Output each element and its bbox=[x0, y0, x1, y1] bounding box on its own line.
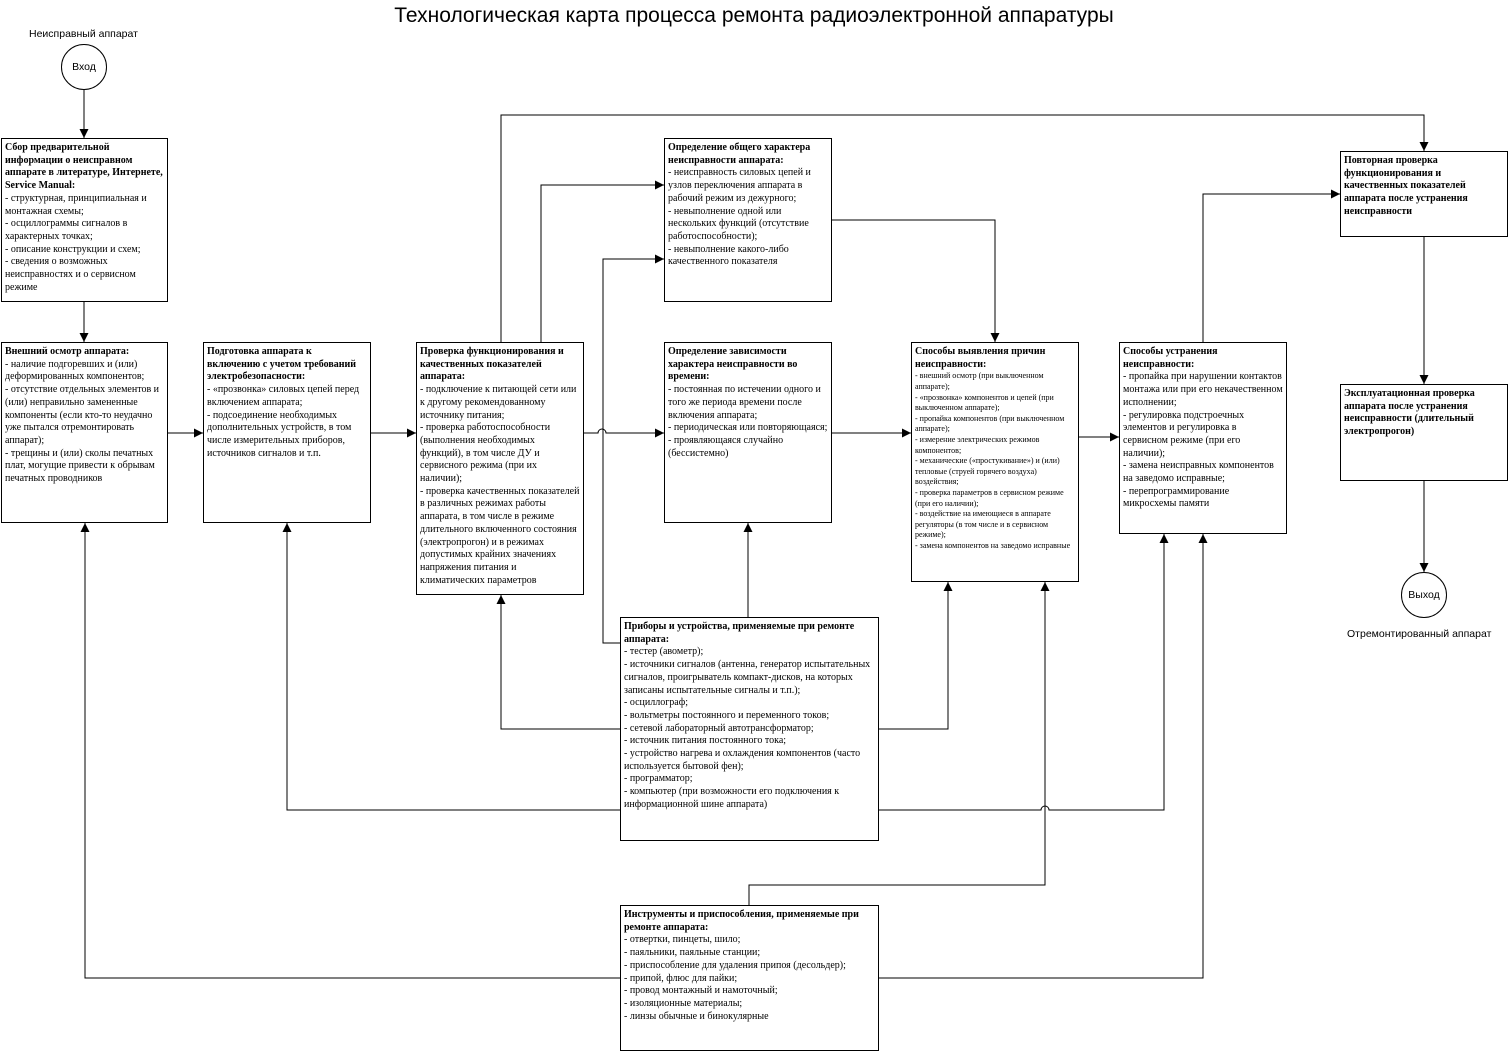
box-inspect: Внешний осмотр аппарата:- наличие подгор… bbox=[1, 342, 168, 523]
collect-item: - структурная, принципиальная и монтажна… bbox=[5, 192, 147, 217]
arrow-devices-to-prepare bbox=[282, 523, 620, 811]
detect-item: - внешний осмотр (при выключенном аппара… bbox=[915, 371, 1044, 391]
box-detect: Способы выявления причин неисправности:-… bbox=[911, 342, 1079, 582]
arrow-fix-to-recheck bbox=[1202, 189, 1340, 342]
devices-item: - сетевой лабораторный автотрансформатор… bbox=[624, 722, 814, 734]
tools-item: - паяльники, паяльные станции; bbox=[624, 947, 761, 959]
tools-item: - изоляционные материалы; bbox=[624, 997, 743, 1009]
fix-item: - перепрограммирование микросхемы памяти bbox=[1123, 485, 1230, 510]
check-item: - подключение к питающей сети или к друг… bbox=[420, 384, 577, 421]
time-item: - проявляющаяся случайно (бессистемно) bbox=[668, 434, 784, 459]
general-item: - невыполнение какого-либо качественного… bbox=[668, 243, 789, 268]
arrow-tools-to-inspect bbox=[80, 523, 620, 979]
detect-item: - «прозвонка» компонентов и цепей (при в… bbox=[915, 392, 1054, 413]
detect-item: - проверка параметров в сервисном режиме… bbox=[915, 487, 1064, 508]
devices-title: Приборы и устройства, применяемые при ре… bbox=[624, 621, 855, 645]
prepare-item: - «прозвонка» силовых цепей перед включе… bbox=[207, 384, 360, 408]
collect-item: - описание конструкции и схем; bbox=[5, 243, 141, 255]
arrow-check-to-time bbox=[584, 428, 664, 438]
fix-item: - пропайка при нарушении контактов монта… bbox=[1123, 371, 1283, 408]
arrow-tools-to-fix bbox=[879, 534, 1208, 979]
detect-item: - пропайка компонентов (при выключенном … bbox=[915, 413, 1065, 434]
general-title: Определение общего характера неисправнос… bbox=[668, 142, 811, 166]
devices-item: - вольтметры постоянного и переменного т… bbox=[624, 709, 830, 721]
tools-item: - приспособление для удаления припоя (де… bbox=[624, 959, 846, 971]
fix-item: - замена неисправных компонентов на заве… bbox=[1123, 460, 1274, 485]
tools-item: - отвертки, пинцеты, шило; bbox=[624, 934, 741, 946]
detect-item: - замена компонентов на заведомо исправн… bbox=[915, 540, 1071, 550]
inspect-item: - отсутствие отдельных элементов и (или)… bbox=[5, 384, 160, 446]
start-node: Вход bbox=[61, 44, 107, 90]
arrow-devices-to-fix bbox=[879, 534, 1169, 811]
detect-title: Способы выявления причин неисправности: bbox=[915, 346, 1046, 370]
arrow-check-to-recheck bbox=[500, 114, 1429, 342]
box-tools: Инструменты и приспособления, применяемы… bbox=[620, 905, 879, 1051]
arrow-tools-to-detect bbox=[748, 582, 1050, 905]
arrow-devices-to-detect bbox=[879, 582, 953, 730]
box-fix: Способы устранения неисправности:- пропа… bbox=[1119, 342, 1287, 534]
page-title: Технологическая карта процесса ремонта р… bbox=[394, 4, 1114, 27]
tools-item: - припой, флюс для пайки; bbox=[624, 972, 738, 984]
collect-item: - сведения о возможных неисправностях и … bbox=[5, 256, 136, 293]
fix-title: Способы устранения неисправности: bbox=[1123, 346, 1218, 370]
time-title: Определение зависимости характера неиспр… bbox=[668, 346, 798, 383]
check-title: Проверка функционирования и качественных… bbox=[420, 346, 564, 383]
time-item: - периодическая или повторяющаяся; bbox=[668, 422, 828, 434]
fix-item: - регулировка подстроечных элементов и р… bbox=[1123, 409, 1245, 459]
inspect-title: Внешний осмотр аппарата: bbox=[5, 346, 130, 357]
detect-item: - механические («простукивание») и (или)… bbox=[915, 456, 1060, 487]
recheck-title: Повторная проверка функционирования и ка… bbox=[1344, 155, 1468, 217]
detect-item: - воздействие на имеющиеся в аппарате ре… bbox=[915, 509, 1051, 540]
prepare-title: Подготовка аппарата к включению с учетом… bbox=[207, 346, 357, 383]
box-operational: Эксплуатационная проверка аппарата после… bbox=[1340, 384, 1508, 481]
collect-item: - осциллограммы сигналов в характерных т… bbox=[5, 218, 128, 242]
arrow-devices-to-check bbox=[496, 595, 620, 730]
inspect-item: - наличие подгоревших и (или) деформиров… bbox=[5, 358, 145, 383]
check-item: - проверка работоспособности (выполнения… bbox=[420, 422, 551, 485]
inspect-item: - трещины и (или) сколы печатных плат, м… bbox=[5, 447, 155, 485]
end-node: Выход bbox=[1401, 572, 1447, 618]
devices-item: - компьютер (при возможности его подключ… bbox=[624, 786, 840, 810]
devices-item: - тестер (авометр); bbox=[624, 646, 704, 658]
arrow-check-to-general bbox=[540, 180, 664, 342]
tools-title: Инструменты и приспособления, применяемы… bbox=[624, 909, 859, 933]
devices-item: - источник питания постоянного тока; bbox=[624, 735, 787, 747]
start-label: Вход bbox=[72, 61, 96, 73]
arrow-general-to-detect bbox=[832, 219, 1000, 342]
box-recheck: Повторная проверка функционирования и ка… bbox=[1340, 151, 1508, 237]
arrow-devices-to-general bbox=[602, 254, 664, 644]
operational-title: Эксплуатационная проверка аппарата после… bbox=[1344, 388, 1475, 438]
devices-item: - источники сигналов (антенна, генератор… bbox=[624, 659, 871, 696]
devices-item: - устройство нагрева и охлаждения компон… bbox=[624, 748, 861, 772]
box-check: Проверка функционирования и качественных… bbox=[416, 342, 584, 595]
box-general: Определение общего характера неисправнос… bbox=[664, 138, 832, 302]
devices-item: - осциллограф; bbox=[624, 697, 688, 709]
box-time: Определение зависимости характера неиспр… bbox=[664, 342, 832, 523]
end-label: Выход bbox=[1408, 589, 1440, 601]
tools-item: - линзы обычные и бинокулярные bbox=[624, 1010, 769, 1022]
box-prepare: Подготовка аппарата к включению с учетом… bbox=[203, 342, 371, 523]
box-collect: Сбор предварительной информации о неиспр… bbox=[1, 138, 168, 302]
time-item: - постоянная по истечении одного и того … bbox=[668, 384, 821, 421]
collect-title: Сбор предварительной информации о неиспр… bbox=[5, 142, 163, 192]
general-item: - неисправность силовых цепей и узлов пе… bbox=[668, 167, 811, 204]
prepare-item: - подсоединение необходимых дополнительн… bbox=[207, 409, 352, 459]
tools-item: - провод монтажный и намоточный; bbox=[624, 985, 778, 997]
detect-item: - измерение электрических режимов компон… bbox=[915, 434, 1040, 455]
devices-item: - программатор; bbox=[624, 773, 693, 785]
box-devices: Приборы и устройства, применяемые при ре… bbox=[620, 617, 879, 841]
check-item: - проверка качественных показателей в ра… bbox=[420, 485, 580, 586]
general-item: - невыполнение одной или нескольких функ… bbox=[668, 205, 809, 242]
start-caption: Неисправный аппарат bbox=[29, 28, 138, 40]
end-caption: Отремонтированный аппарат bbox=[1347, 628, 1492, 640]
